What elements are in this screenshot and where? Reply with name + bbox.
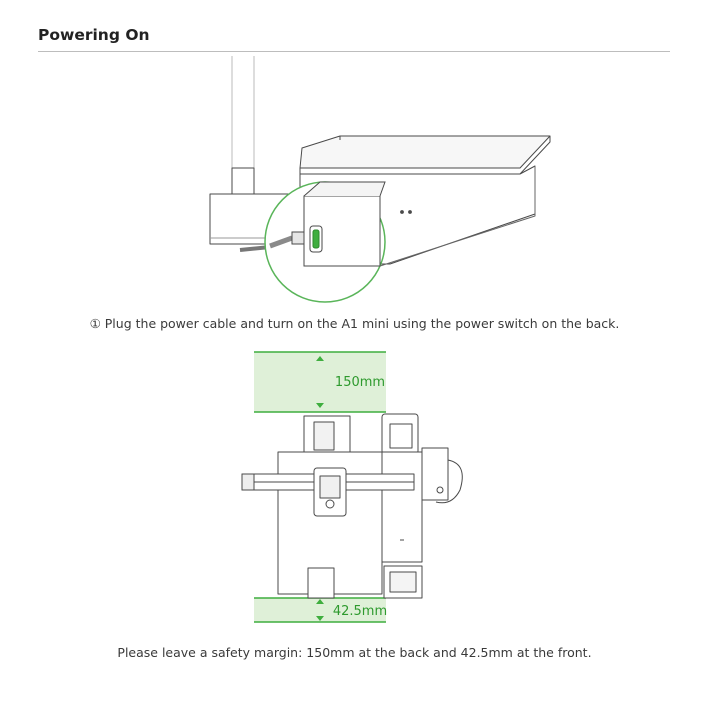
safety-margin-diagram (241, 351, 463, 623)
step2-caption: Please leave a safety margin: 150mm at t… (117, 645, 592, 660)
step1-caption: ① Plug the power cable and turn on the A… (89, 316, 620, 331)
title-divider (38, 51, 670, 52)
back-margin-label: 150mm (334, 375, 386, 390)
front-margin-label: 42.5mm (332, 604, 388, 619)
power-switch-illustration (209, 56, 551, 303)
section-title: Powering On (38, 26, 150, 44)
